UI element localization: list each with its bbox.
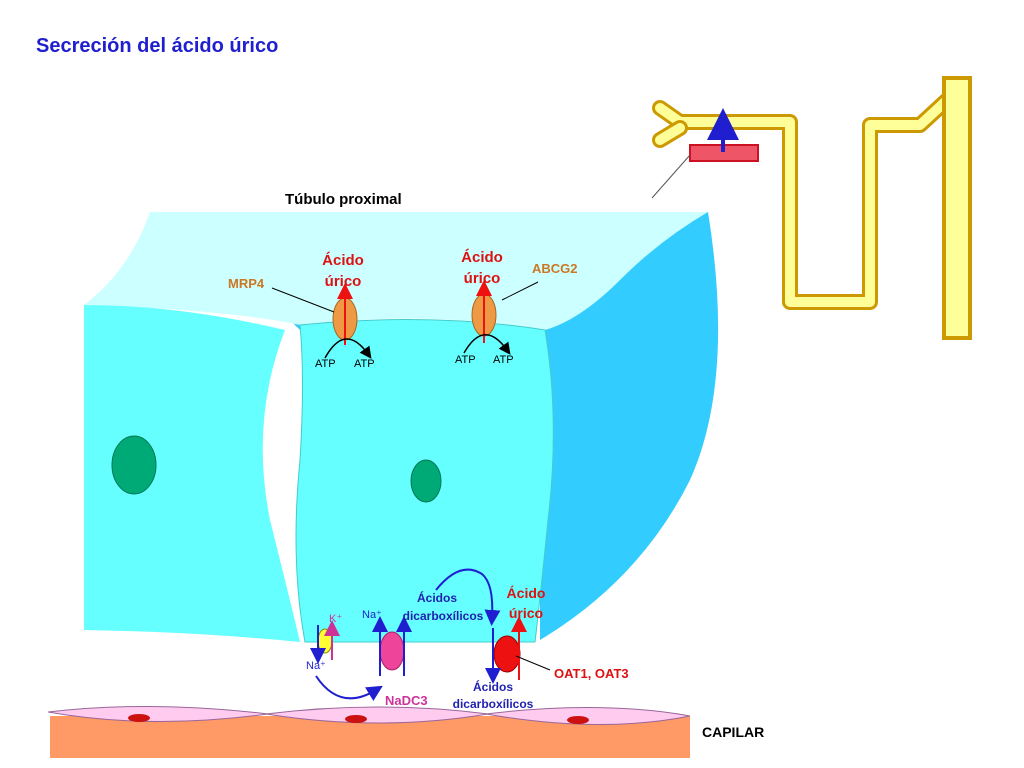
oat-protein	[493, 635, 521, 673]
nadc3-na-label: Na⁺	[362, 609, 382, 621]
na-recycling-arrow	[315, 675, 383, 701]
abcg2-label: ABCG2	[532, 261, 578, 276]
na-k-pump: K⁺ Na⁺	[306, 613, 342, 672]
tubular-lumen	[84, 212, 708, 330]
oat-substrate-line1: Ácido	[507, 585, 546, 601]
oat-dicarb-top-line2: dicarboxílicos	[403, 609, 484, 623]
capillary	[47, 705, 691, 758]
nucleus-center	[410, 459, 442, 503]
na-ion-label: Na⁺	[306, 660, 326, 672]
na-k-pump-protein	[317, 628, 333, 654]
k-ion-label: K⁺	[329, 613, 342, 625]
oat-substrate-line2: úrico	[509, 605, 543, 621]
oat-dicarb-bottom-line1: Ácidos	[473, 679, 513, 694]
endothelial-nucleus-1	[128, 714, 150, 722]
oat-label: OAT1, OAT3	[554, 666, 629, 681]
abcg2-transporter: ATP ATP Ácido úrico ABCG2	[455, 249, 578, 366]
mrp4-leader-line	[271, 287, 335, 313]
epithelial-cell-left	[84, 305, 300, 642]
abcg2-leader-line	[501, 281, 539, 301]
capillary-label: CAPILAR	[702, 724, 764, 740]
abcg2-substrate-line2: úrico	[464, 270, 501, 287]
oat-leader-line	[515, 655, 551, 671]
mrp4-substrate-line1: Ácido	[322, 252, 364, 269]
page-title: Secreción del ácido úrico	[36, 35, 278, 57]
abcg2-atp-out: ATP	[493, 354, 514, 366]
oat-transporter: Ácidos dicarboxílicos Ácidos dicarboxíli…	[403, 568, 629, 711]
nucleus-left	[111, 435, 157, 495]
zoom-leader-line	[651, 154, 691, 199]
nephron-schematic	[651, 76, 972, 340]
tissue-background	[84, 212, 719, 640]
oat-dicarb-bottom-line2: dicarboxílicos	[453, 697, 534, 711]
endothelial-cell-3	[485, 706, 691, 726]
abcg2-atp-arrow	[463, 334, 511, 355]
endothelial-nucleus-2	[345, 715, 367, 723]
endothelial-nucleus-3	[567, 716, 589, 724]
nadc3-protein	[379, 631, 405, 671]
oat-dicarb-top-line1: Ácidos	[417, 590, 457, 605]
mrp4-atp-out: ATP	[354, 358, 375, 370]
dicarb-recycling-arrow	[435, 568, 501, 626]
mrp4-atp-arrow	[324, 338, 372, 359]
abcg2-substrate-line1: Ácido	[461, 249, 503, 266]
nadc3-label: NaDC3	[385, 693, 428, 708]
mrp4-transporter: ATP ATP Ácido úrico MRP4	[228, 252, 375, 370]
abcg2-atp-in: ATP	[455, 354, 476, 366]
mrp4-label: MRP4	[228, 276, 265, 291]
nadc3-transporter: Na⁺ NaDC3	[315, 609, 428, 708]
mrp4-atp-in: ATP	[315, 358, 336, 370]
mrp4-substrate-line2: úrico	[325, 273, 362, 290]
tubule-label: Túbulo proximal	[285, 191, 402, 208]
